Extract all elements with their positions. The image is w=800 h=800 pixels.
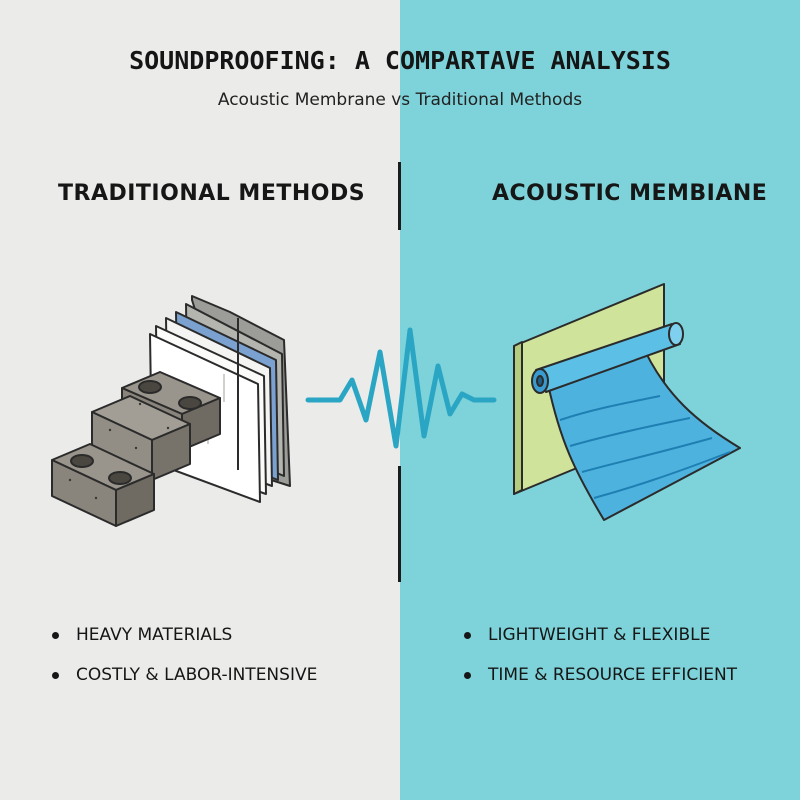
cinder-blocks-icon xyxy=(51,371,221,527)
list-item: LIGHTWEIGHT & FLEXIBLE xyxy=(462,620,737,660)
traditional-methods-heading: TRADITIONAL METHODS xyxy=(58,181,366,206)
sound-wave-icon xyxy=(305,327,497,449)
bullet-icon xyxy=(464,672,471,679)
bullet-icon xyxy=(464,632,471,639)
traditional-points-list: HEAVY MATERIALS COSTLY & LABOR-INTENSIVE xyxy=(50,620,317,700)
divider-line-bottom xyxy=(398,466,401,582)
list-item: TIME & RESOURCE EFFICIENT xyxy=(462,660,737,700)
bullet-icon xyxy=(52,672,59,679)
page-title: SOUNDPROOFING: A COMPARTAVE ANALYSIS xyxy=(129,46,671,75)
list-item: COSTLY & LABOR-INTENSIVE xyxy=(50,660,317,700)
membrane-roll-icon xyxy=(513,283,741,521)
list-item: HEAVY MATERIALS xyxy=(50,620,317,660)
bullet-icon xyxy=(52,632,59,639)
membrane-points-list: LIGHTWEIGHT & FLEXIBLE TIME & RESOURCE E… xyxy=(462,620,737,700)
acoustic-membrane-heading: ACOUSTIC MEMBIANE xyxy=(492,181,768,206)
divider-line-top xyxy=(398,162,401,230)
page-subtitle: Acoustic Membrane vs Traditional Methods xyxy=(217,90,583,110)
